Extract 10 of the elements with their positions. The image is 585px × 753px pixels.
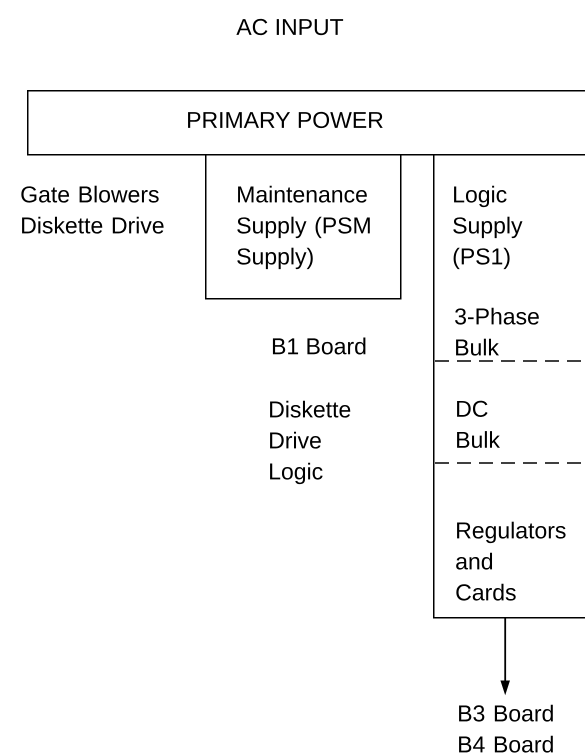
section-text: Regulators and Cards [456,522,566,601]
section-text: 3-Phase Bulk [455,308,539,356]
power-box: PRIMARY POWER [27,90,585,156]
item-text: Diskette Drive Logic [270,400,350,484]
board-text: B1 Board [272,338,366,354]
heading: AC INPUT [236,18,344,36]
supply-box: Maintenance Supply (PSM Supply) [205,154,402,300]
board-text: B3 Board B4 Board [459,704,553,753]
section-text: DC Bulk [457,400,500,448]
item-text: Gate Blowers Diskette Drive [21,186,164,234]
